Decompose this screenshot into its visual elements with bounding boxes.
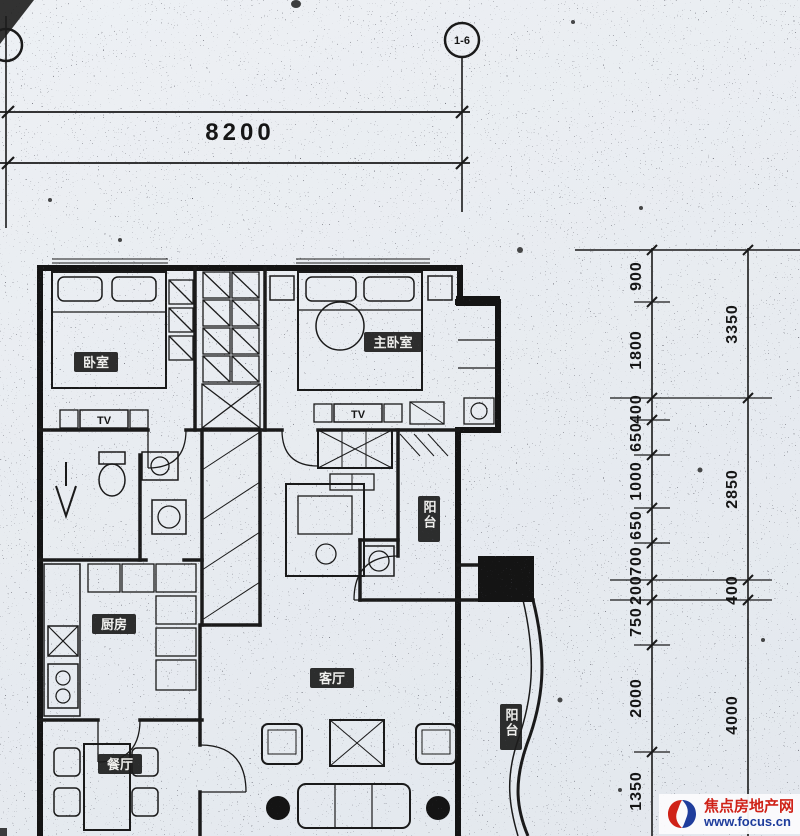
room-label-balcony-mid: 阳台 (422, 500, 437, 530)
shaft-hatch (201, 431, 261, 621)
kitchen-fixtures (43, 563, 197, 717)
svg-text:900: 900 (628, 261, 645, 291)
room-label-balcony-lower: 阳台 (504, 708, 519, 738)
room-label-master-bedroom: 主卧室 (373, 335, 412, 350)
svg-text:750: 750 (628, 607, 645, 637)
watermark: 焦点房地产网 www.focus.cn (658, 794, 800, 834)
svg-text:650: 650 (628, 510, 645, 540)
grid-marker-right (443, 21, 481, 212)
balcony-planter (478, 556, 534, 602)
svg-text:1800: 1800 (628, 330, 645, 370)
watermark-site-name: 焦点房地产网 (703, 797, 794, 815)
room-label-living-room: 客厅 (319, 671, 345, 686)
svg-text:400: 400 (724, 575, 741, 605)
balcony-mid-hatch (399, 433, 449, 457)
bay-window-area (456, 296, 500, 425)
living-furniture (261, 429, 457, 829)
svg-text:650: 650 (628, 422, 645, 452)
grid-marker-right-label: 1-6 (454, 35, 470, 47)
room-label-kitchen: 厨房 (101, 617, 127, 632)
window-lines (52, 258, 430, 264)
dimension-label-8200: 8200 (205, 119, 274, 146)
svg-text:1000: 1000 (628, 461, 645, 501)
svg-text:700: 700 (628, 546, 645, 576)
right-dimension-inner-labels: 900 1800 400 650 1000 650 700 200 750 20… (628, 261, 645, 811)
room-label-bedroom: 卧室 (83, 355, 109, 370)
right-dimension-outer-labels: 3350 2850 400 4000 (724, 304, 741, 735)
tv-label-right: TV (351, 409, 366, 421)
svg-text:400: 400 (628, 394, 645, 424)
svg-text:3350: 3350 (724, 304, 741, 344)
room-label-dining-room: 餐厅 (106, 757, 133, 772)
svg-text:4000: 4000 (724, 695, 741, 735)
grid-marker-left (0, 16, 24, 228)
svg-text:1350: 1350 (628, 771, 645, 811)
tv-label-left: TV (97, 415, 112, 427)
master-bed (269, 271, 453, 391)
right-dimension-chains (575, 244, 800, 836)
svg-text:200: 200 (628, 575, 645, 605)
svg-text:2850: 2850 (724, 469, 741, 509)
svg-text:2000: 2000 (628, 678, 645, 718)
watermark-site-url: www.focus.cn (703, 814, 791, 830)
wardrobe-closet (168, 271, 261, 429)
watermark-text: 焦点房地产网 www.focus.cn (704, 798, 794, 830)
focus-logo-icon (667, 800, 696, 828)
tv-unit-right (313, 401, 445, 425)
